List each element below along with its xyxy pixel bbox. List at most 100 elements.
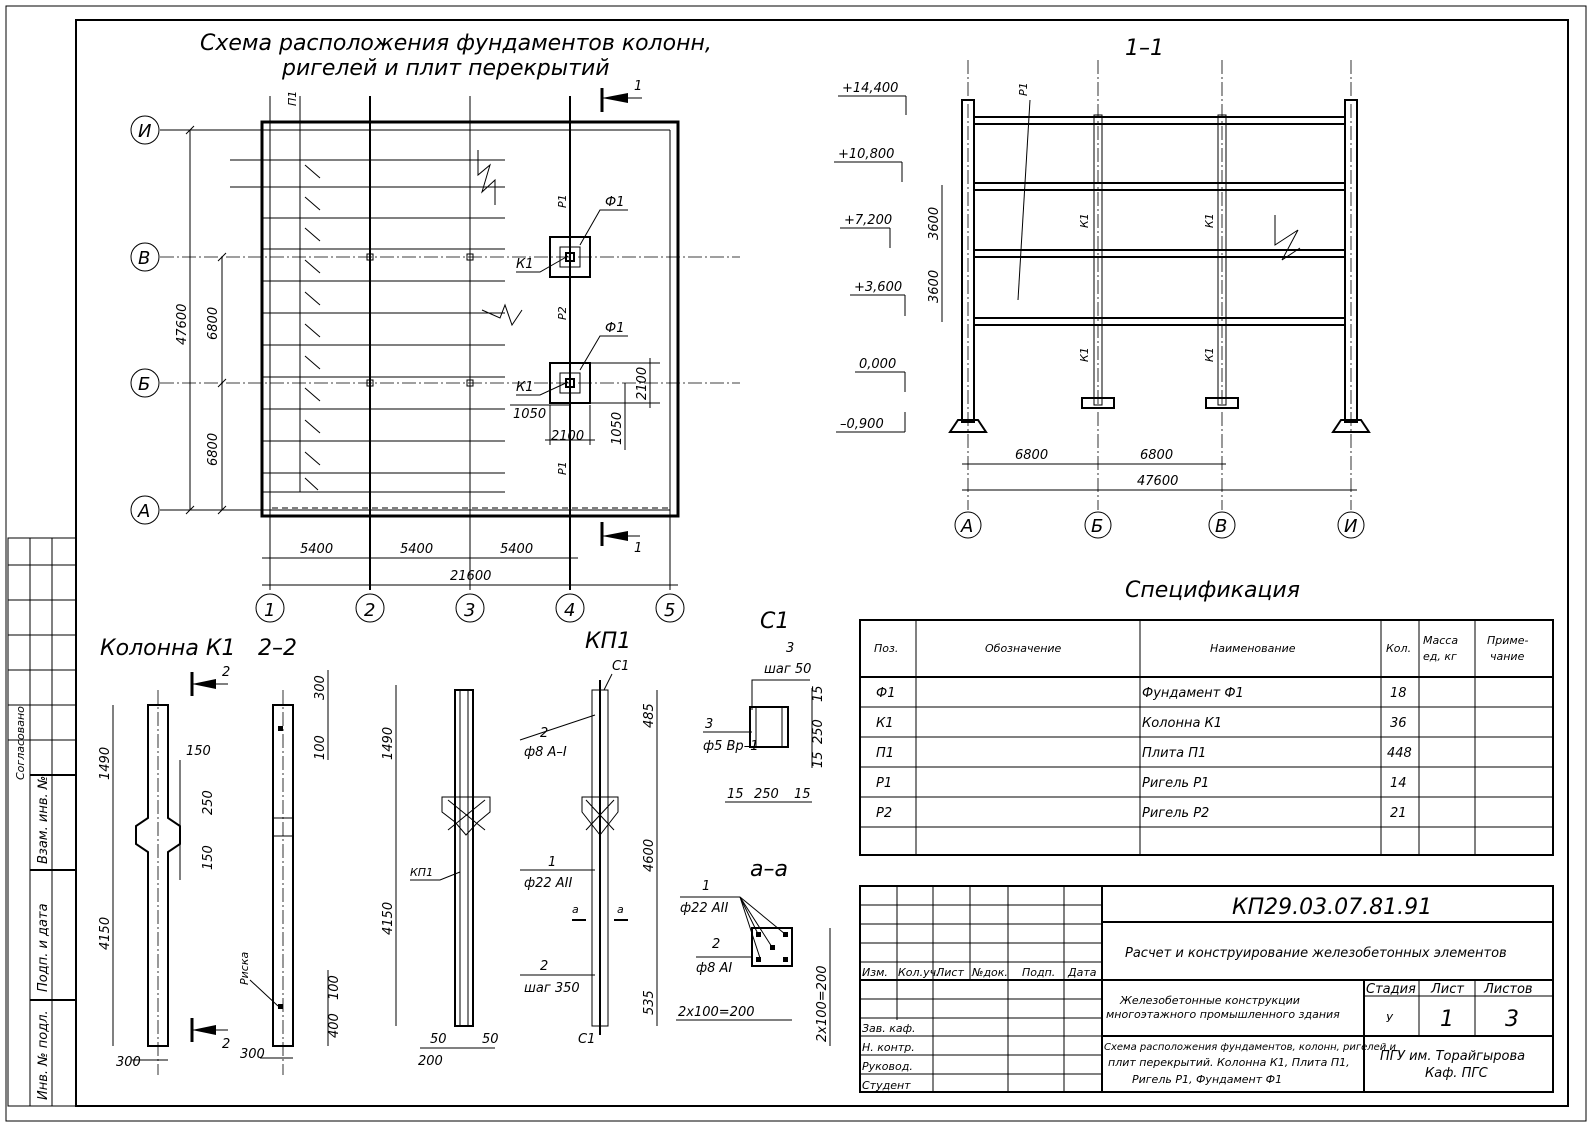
aa-dim-v: 2х100=200 [815,966,830,1042]
c1-dim-15b: 15 [811,751,826,768]
column-section-mark-top: 2 [222,665,230,680]
kp1-dim-50b: 50 [482,1032,499,1047]
spec-h-mass-2: ед, кг [1423,650,1457,663]
stamp-sheets: 3 [1505,1007,1519,1032]
stamp-stage-h: Стадия [1366,982,1416,997]
column-dim-100-bot: 100 [327,975,342,1000]
kp1-bar2: ф8 А–I [524,745,567,760]
spec-row-3-qty: 448 [1387,746,1412,761]
stamp-col-podp: Подп. [1022,966,1055,979]
c1-bar: ф5 Вр–1 [703,739,758,754]
section-1-1: 1–1 +14,400 +10,800 +7,200 +3,600 [834,36,1371,539]
spec-title: Спецификация [1125,578,1300,603]
plan-dim-5400-c: 5400 [500,542,533,557]
kp1-dim-535: 535 [642,990,657,1015]
plan-p1-label: П1 [286,91,299,106]
plan-axis-2: 2 [364,600,375,621]
aa-bar1: ф22 АII [680,901,729,916]
kp1-aa-right: а [617,903,624,916]
stamp-building-1: Железобетонные конструкции [1119,994,1300,1007]
plan-axis-4: 4 [564,600,575,621]
kp1-dim-485: 485 [642,703,657,728]
side-strip: Согласовано Взам. инв. № Подп. и дата Ин… [7,537,77,1107]
kp1-aa-left: а [572,903,579,916]
plan-axis-3: 3 [464,600,475,621]
spec-row-5-qty: 21 [1390,806,1407,821]
column-dim-300-bottom: 300 [116,1055,141,1070]
spec-row-5-pos: Р2 [876,806,892,821]
spec-row-4-name: Ригель Р1 [1142,776,1209,791]
column-k1: Колонна К1 2–2 2 2 1490 4150 150 250 150… [98,636,342,1075]
foundation-f1-bottom [549,362,591,404]
aa-num2: 2 [712,937,720,952]
inv-vzam-label: Взам. инв. № [36,776,51,864]
plan-axis-v: В [138,248,150,269]
section11-dim-6800-a: 6800 [1015,448,1048,463]
c1-step: шаг 50 [764,662,811,677]
kp1-bar1: ф22 АII [524,876,573,891]
plan-r1-top-label: Р1 [556,194,569,208]
plan-dim-6800-b: 6800 [206,433,221,466]
spec-row-2-name: Колонна К1 [1142,716,1222,731]
plan-dim-47600: 47600 [175,304,190,345]
section11-k1-d: К1 [1203,347,1216,362]
inv-podl-label: Инв. № подл. [36,1010,51,1100]
stamp-col-koluch: Кол.уч. [898,966,940,979]
level-10800: +10,800 [838,147,894,162]
spec-row-2-pos: К1 [876,716,894,731]
section11-dim-47600: 47600 [1137,474,1178,489]
stamp-role-zav: Зав. каф. [862,1022,916,1035]
stamp-building-2: многоэтажного промышленного здания [1106,1008,1340,1021]
stamp-subject: Расчет и конструирование железобетонных … [1125,946,1507,961]
plan-dim-21600: 21600 [450,569,491,584]
column-dim-4150: 4150 [98,917,113,950]
stamp-role-student: Студент [862,1079,911,1092]
section11-k1-b: К1 [1203,213,1216,228]
kp1-dim-200: 200 [418,1054,443,1069]
stamp-col-izm: Изм. [862,966,888,979]
plan-axis-b: Б [138,374,150,395]
plan-title-line1: Схема расположения фундаментов колонн, [200,31,712,56]
plan-dim-1050-v: 1050 [610,412,625,445]
section-a-a: а–а 1 ф22 АII 2 ф8 АI 2х100=200 2х100=20… [676,857,831,1046]
stamp-desc-1: Схема расположения фундаментов, колонн, … [1104,1042,1396,1053]
spec-row-4-qty: 14 [1390,776,1407,791]
level-7200: +7,200 [844,213,892,228]
section11-dim-3600-a: 3600 [927,207,942,240]
kp1-dim-1490: 1490 [381,727,396,760]
spec-h-oboz: Обозначение [985,642,1062,655]
foundation-f1-top [549,236,591,278]
plan-axis-1: 1 [264,600,275,621]
section11-dim-3600-b: 3600 [927,270,942,303]
column-dim-400: 400 [327,1013,342,1038]
plan-dim-2100-h: 2100 [551,429,584,444]
section11-axis-v: В [1215,516,1227,537]
kp1-step: шаг 350 [524,981,580,996]
stamp-col-ndok: №док. [971,966,1008,979]
stamp-stage: У [1386,1012,1394,1025]
plan-title-line2: ригелей и плит перекрытий [281,56,610,81]
plan-dim-6800-a: 6800 [206,307,221,340]
column-riska-label: Риска [238,952,251,985]
aa-dim-h: 2х100=200 [678,1005,754,1020]
plan-section-bot: 1 [634,541,642,556]
level-0900: –0,900 [840,417,884,432]
c1-num3-top: 3 [786,641,794,656]
aa-title: а–а [750,857,788,882]
sign-date-label: Подп. и дата [36,903,51,992]
spec-row-3-name: Плита П1 [1142,746,1206,761]
plan-axis-a: А [137,501,150,522]
kp1-title: КП1 [585,629,631,654]
plan-dim-5400-a: 5400 [300,542,333,557]
stamp-sheets-h: Листов [1483,982,1533,997]
stamp-org-1: ПГУ им. Торайгырова [1380,1049,1525,1064]
stamp-sheet-h: Лист [1430,982,1464,997]
spec-row-2-qty: 36 [1390,716,1407,731]
kp1-dim-50a: 50 [430,1032,447,1047]
outer-border [5,5,1587,1122]
plan-f1-top-label: Ф1 [605,195,624,210]
section11-k1-a: К1 [1078,213,1091,228]
spec-h-note-1: Приме- [1487,634,1528,647]
kp1-bar1-num: 1 [548,855,556,870]
